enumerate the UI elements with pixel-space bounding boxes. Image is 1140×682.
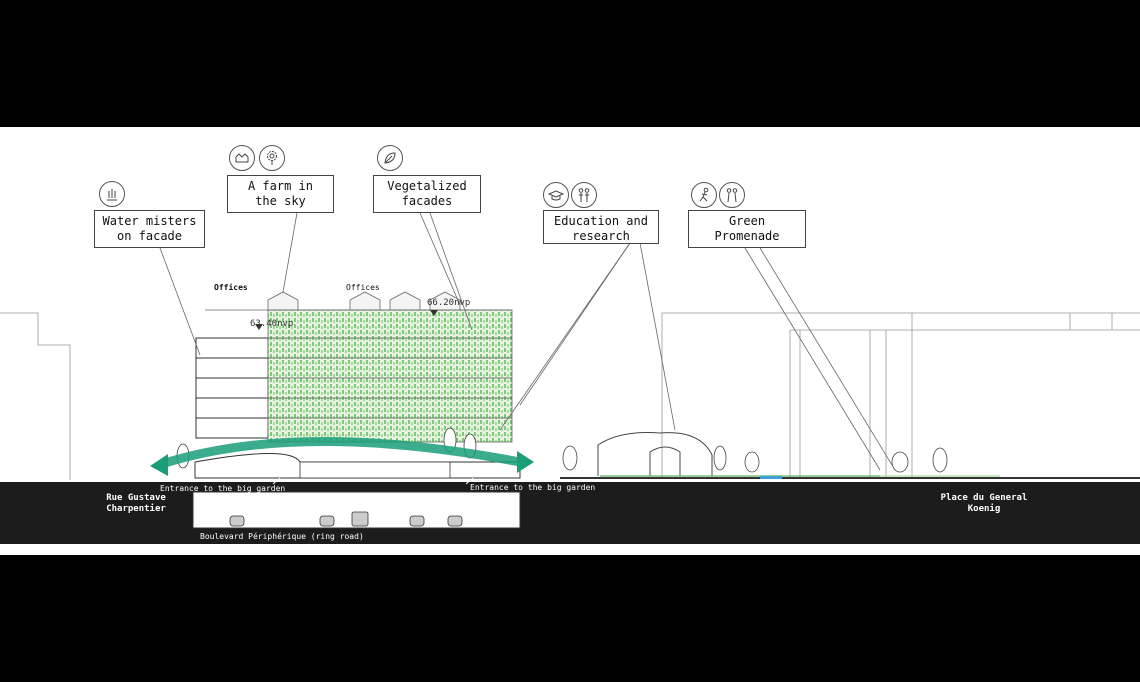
street-label-right: Place du General Koenig (940, 493, 1028, 514)
tunnel-cars (229, 511, 463, 527)
promenade-arrow-head-right (517, 451, 534, 473)
promenade-arrow-head-left (150, 454, 168, 476)
walkers-icon (719, 182, 745, 208)
callout-education: Education and research (543, 210, 659, 244)
water-pool (760, 476, 782, 479)
promenade-arrow (157, 437, 525, 469)
entrance-arrow-left (272, 477, 281, 485)
level-label-high: 66.20nvp (427, 298, 471, 308)
rooftop-greenhouses (205, 291, 512, 311)
flower-icon (259, 145, 285, 171)
ring-road-label: Boulevard Périphérique (ring road) (200, 532, 364, 541)
level-label-low: 63.40nvp (250, 319, 294, 329)
podium-hall (299, 461, 451, 479)
level-marker-high (430, 310, 438, 316)
graduation-cap-icon (543, 182, 569, 208)
callout-farm-sky: A farm in the sky (227, 175, 334, 213)
greenhouse-icon (229, 145, 255, 171)
vegetalized-facade (267, 309, 513, 443)
water-mister-icon (99, 181, 125, 207)
offices-label-right: Offices (346, 283, 380, 292)
level-marker-low (255, 324, 263, 330)
leaf-icon (377, 145, 403, 171)
callout-vegetalized: Vegetalized facades (373, 175, 481, 213)
leader-lines (159, 212, 896, 471)
offices-label-left: Offices (214, 283, 248, 292)
callout-promenade: Green Promenade (688, 210, 806, 248)
people-icon (571, 182, 597, 208)
street-label-left: Rue Gustave Charpentier (106, 493, 166, 514)
callout-water-misters: Water misters on facade (94, 210, 205, 248)
runner-icon (691, 182, 717, 208)
facade-floor-lines (268, 337, 512, 419)
office-building-left (195, 337, 269, 439)
entrance-arrow-right (465, 477, 474, 485)
education-pavilion (597, 432, 713, 476)
entrance-label-left: Entrance to the big garden (160, 484, 286, 493)
ground-mass (0, 482, 1140, 544)
entrance-label-right: Entrance to the big garden (470, 483, 596, 492)
